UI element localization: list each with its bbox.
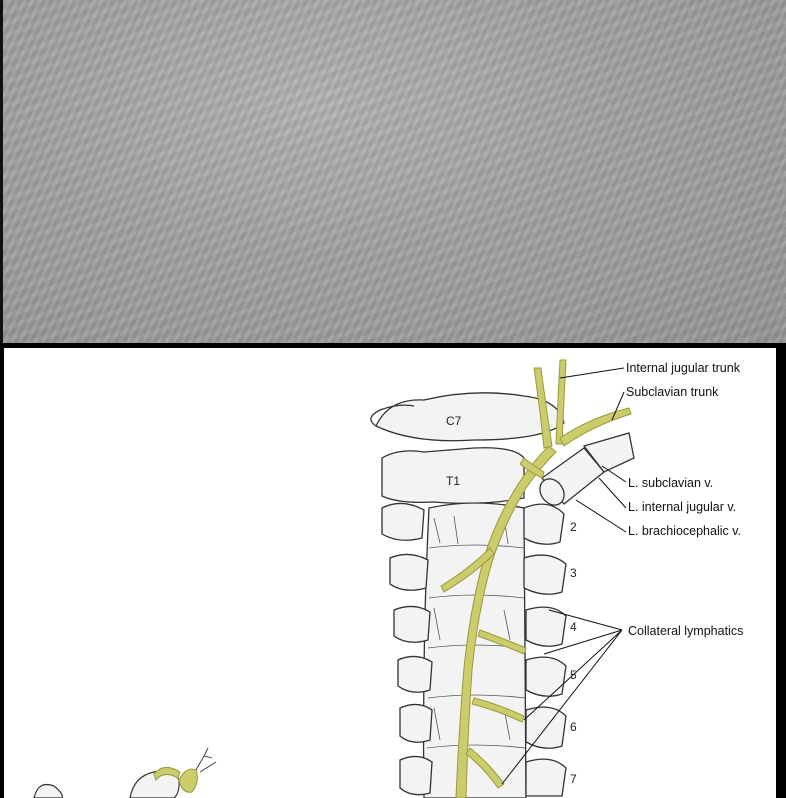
vertebra-c7-label: C7 (446, 414, 461, 428)
panel-edge (0, 0, 3, 343)
frame-border (776, 343, 786, 798)
vertebra-t1-label: T1 (446, 474, 460, 488)
vertebra-c7 (376, 393, 564, 441)
vertebra-5-label: 5 (570, 668, 577, 682)
vertebra-4-label: 4 (570, 620, 577, 634)
collateral-lymphatics-label: Collateral lymphatics (628, 624, 743, 638)
subclavian-trunk-label: Subclavian trunk (626, 385, 718, 399)
grayscale-image-panel (0, 0, 786, 343)
vertebra-6-label: 6 (570, 720, 577, 734)
vertebra-3-label: 3 (570, 566, 577, 580)
vertebra-2-label: 2 (570, 520, 577, 534)
vertebra-7-label: 7 (570, 772, 577, 786)
internal-jugular-trunk-label: Internal jugular trunk (626, 361, 740, 375)
l-internal-jugular-v-label: L. internal jugular v. (628, 500, 736, 514)
diagram-drawing (4, 348, 776, 798)
anatomy-diagram-panel: Internal jugular trunk Subclavian trunk … (4, 348, 776, 798)
l-brachiocephalic-v-label: L. brachiocephalic v. (628, 524, 741, 538)
l-subclavian-v-label: L. subclavian v. (628, 476, 713, 490)
